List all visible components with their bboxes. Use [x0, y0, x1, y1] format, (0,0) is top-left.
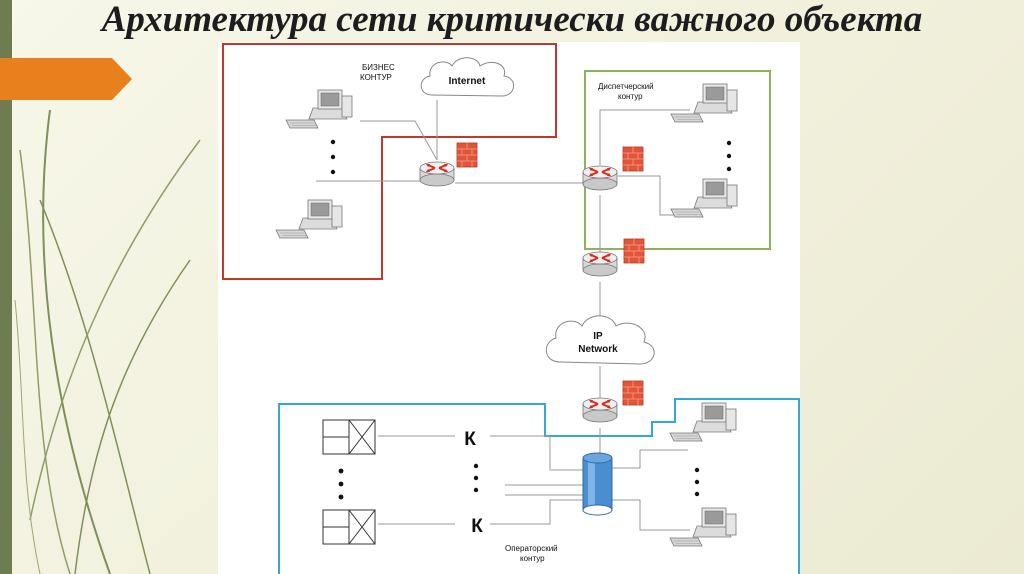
- ip-network-label-line2: Network: [578, 344, 618, 355]
- ellipsis-dots-icon: [330, 139, 336, 175]
- business-zone-label-line1: БИЗНЕС: [362, 63, 395, 72]
- business-computer-icon: [285, 89, 353, 129]
- firewall-icon: [622, 380, 644, 406]
- controller-icon: [322, 509, 376, 545]
- dispatcher-zone-label-line2: контур: [618, 92, 643, 101]
- router-icon: [582, 397, 618, 423]
- operator-computer-icon: [669, 507, 737, 547]
- dispatcher-zone-label-line1: Диспетчерский: [598, 82, 654, 91]
- page-title: Архитектура сети критически важного объе…: [101, 0, 923, 40]
- decorative-grass-lines: [14, 109, 201, 574]
- controller-icon: [322, 419, 376, 455]
- network-diagram: Internet IP Network БИЗНЕС КОНТУР Диспет…: [222, 43, 800, 574]
- firewall-icon: [456, 142, 478, 168]
- ellipsis-dots-icon: [726, 140, 732, 172]
- operator-zone-label-line2: контур: [520, 554, 545, 563]
- left-accent-bar: [0, 0, 12, 574]
- network-links: [316, 100, 690, 531]
- ellipsis-dots-icon: [694, 467, 700, 497]
- controller-k-label: К: [464, 429, 476, 450]
- firewall-icon: [623, 238, 645, 264]
- router-icon: [582, 165, 618, 191]
- router-icon: [582, 251, 618, 277]
- internet-cloud-icon: Internet: [420, 57, 514, 97]
- dispatcher-zone-border: [584, 70, 771, 250]
- dispatcher-computer-icon: [670, 178, 738, 218]
- operator-zone-border: [278, 398, 800, 574]
- ip-network-label-line1: IP: [593, 331, 603, 342]
- ellipsis-dots-icon: [473, 463, 479, 493]
- business-computer-icon: [275, 199, 343, 239]
- router-icon: [419, 161, 455, 187]
- accent-arrow-icon: [0, 58, 132, 100]
- firewall-icon: [622, 146, 644, 172]
- controller-k-label: К: [471, 516, 483, 537]
- ellipsis-dots-icon: [338, 468, 344, 500]
- dispatcher-computer-icon: [670, 83, 738, 123]
- business-zone-label-line2: КОНТУР: [360, 73, 392, 82]
- ip-network-cloud-icon: IP Network: [545, 315, 655, 365]
- business-zone-border: [222, 43, 557, 280]
- database-icon: [582, 452, 613, 516]
- internet-label: Internet: [449, 76, 486, 87]
- operator-zone-label-line1: Операторский: [505, 544, 558, 553]
- operator-computer-icon: [669, 402, 737, 442]
